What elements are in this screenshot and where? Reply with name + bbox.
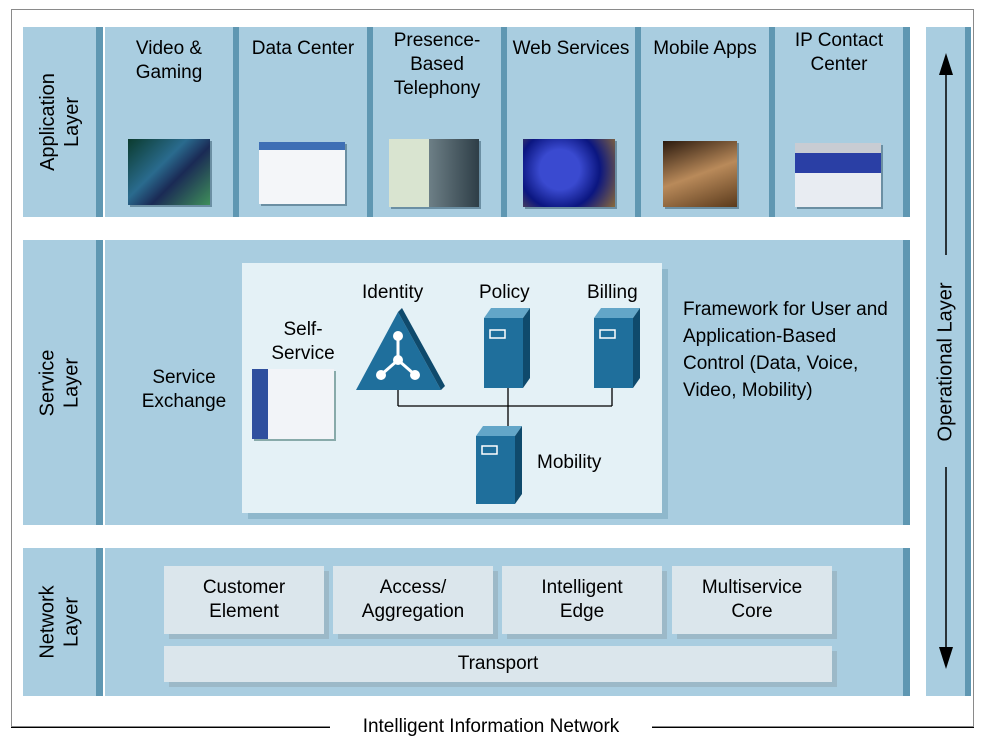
box-shade	[493, 571, 498, 639]
panel-edge	[903, 27, 910, 217]
operational-layer-arrow	[939, 53, 953, 669]
box-shade	[169, 634, 324, 639]
panel-edge	[501, 27, 507, 217]
access-aggregation-box: Access/ Aggregation	[333, 566, 498, 639]
identity-icon	[356, 308, 445, 390]
caption-rule-left	[11, 727, 341, 728]
app-label: Web Services	[512, 38, 630, 59]
panel-edge	[367, 27, 373, 217]
app-label: IP Contact Center	[794, 30, 884, 75]
panel-edge	[96, 27, 103, 217]
mobility-label: Mobility	[537, 452, 602, 473]
panel-edge	[965, 27, 971, 696]
box-shade	[507, 634, 662, 639]
framework-description: Framework for User and Application-Based…	[683, 299, 888, 401]
contact-center-screenshot-icon	[795, 143, 881, 207]
access-aggregation-label: Access/ Aggregation	[361, 577, 465, 622]
panel-edge	[769, 27, 775, 217]
mobile-device-photo-icon	[663, 141, 737, 207]
arrow-down-icon	[939, 647, 953, 669]
panel-edge	[96, 240, 103, 525]
customer-element-box: Customer Element	[164, 566, 329, 639]
video-gaming-screenshot-icon	[128, 139, 210, 205]
identity-label: Identity	[362, 282, 424, 303]
box-shade	[248, 513, 668, 519]
box-shade	[832, 651, 837, 687]
operational-layer-label: Operational Layer	[934, 282, 957, 442]
data-center-screenshot-icon	[259, 142, 345, 204]
web-services-screenshot-icon	[523, 139, 615, 207]
app-label: Video & Gaming	[135, 38, 203, 83]
box-shade	[832, 571, 837, 639]
mobility-server-icon	[476, 426, 522, 504]
diagram-caption: Intelligent Information Network	[330, 714, 652, 740]
box-shade	[662, 571, 667, 639]
transport-box: Transport	[164, 646, 837, 687]
intelligent-edge-label: Intelligent Edge	[541, 577, 623, 622]
network-layer-label-panel	[23, 548, 96, 696]
ip-phone-photo-icon	[389, 139, 479, 207]
caption-rule-right	[640, 727, 974, 728]
self-service-label: Self-Service	[271, 319, 335, 364]
panel-edge	[903, 548, 910, 696]
app-ip-contact-center: IP Contact Center	[775, 27, 903, 217]
box-shade	[662, 269, 668, 519]
panel-edge	[635, 27, 641, 217]
transport-label: Transport	[457, 653, 539, 674]
app-video-gaming: Video & Gaming	[105, 27, 233, 217]
application-layer-label-panel	[23, 27, 96, 217]
app-data-center: Data Center	[239, 27, 367, 217]
panel-edge	[233, 27, 239, 217]
policy-label: Policy	[479, 282, 530, 303]
service-exchange-label: Service Exchange	[141, 367, 227, 412]
panel-edge	[903, 240, 910, 525]
billing-server-icon	[594, 308, 640, 388]
intelligent-edge-box: Intelligent Edge	[502, 566, 667, 639]
box-shade	[338, 634, 493, 639]
box-shade	[169, 682, 832, 687]
app-label: Presence-Based Telephony	[393, 30, 481, 99]
multiservice-core-label: Multiservice Core	[701, 577, 803, 622]
box-shade	[677, 634, 832, 639]
app-mobile-apps: Mobile Apps	[641, 27, 769, 217]
app-label: Mobile Apps	[653, 38, 757, 59]
service-layer-label-panel	[23, 240, 96, 525]
app-label: Data Center	[251, 38, 355, 59]
multiservice-core-box: Multiservice Core	[672, 566, 837, 639]
connector-lines	[397, 380, 613, 426]
box-shade	[324, 571, 329, 639]
self-service-screenshot-icon	[252, 369, 334, 439]
app-web-services: Web Services	[507, 27, 635, 217]
panel-edge	[96, 548, 103, 696]
billing-label: Billing	[587, 282, 638, 303]
customer-element-label: Customer Element	[202, 577, 286, 622]
policy-server-icon	[484, 308, 530, 388]
app-presence-telephony: Presence-Based Telephony	[373, 27, 501, 217]
arrow-up-icon	[939, 53, 953, 75]
